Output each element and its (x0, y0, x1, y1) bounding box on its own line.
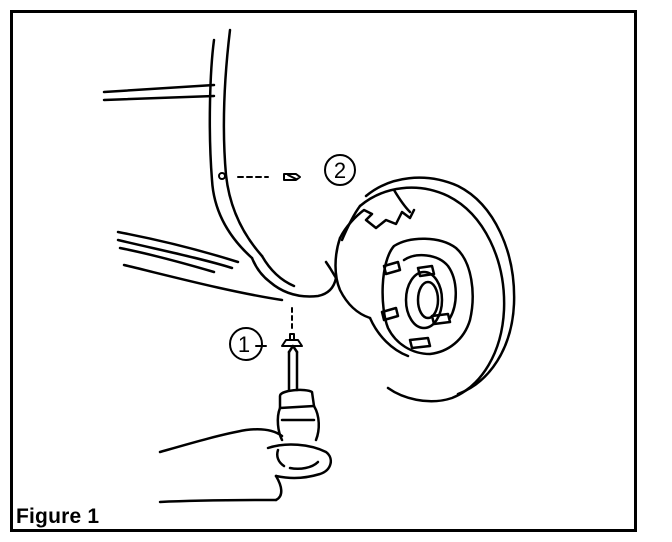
figure-frame (10, 10, 637, 532)
callout-2-label: 2 (334, 158, 346, 183)
callout-1-label: 1 (238, 332, 250, 357)
callout-1: 1 (229, 327, 267, 361)
hand-with-screwdriver-illustration (158, 344, 333, 504)
brake-rotor-illustration (334, 176, 516, 403)
callout-2: 2 (324, 154, 356, 186)
car-fender-illustration (102, 28, 338, 302)
screw-2-illustration (237, 173, 301, 181)
screw-1-illustration (281, 307, 303, 347)
figure-caption: Figure 1 (16, 505, 100, 528)
